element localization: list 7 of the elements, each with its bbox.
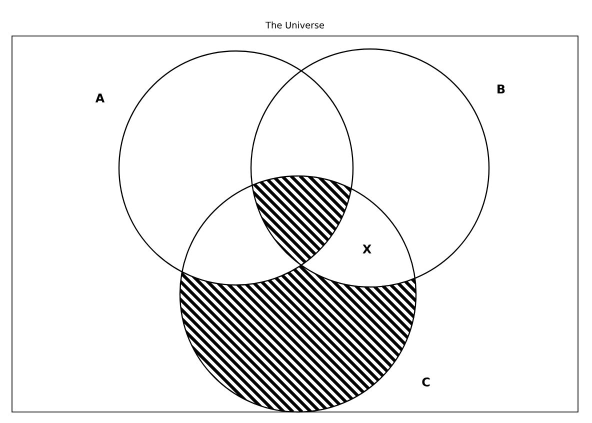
set-label: A [95, 94, 105, 102]
set-label: B [498, 84, 505, 94]
set-label: C [422, 377, 430, 387]
region-label: X [362, 244, 372, 254]
set-circle [118, 50, 354, 286]
node-label: The Universe [265, 22, 324, 28]
set-circle [250, 48, 490, 288]
